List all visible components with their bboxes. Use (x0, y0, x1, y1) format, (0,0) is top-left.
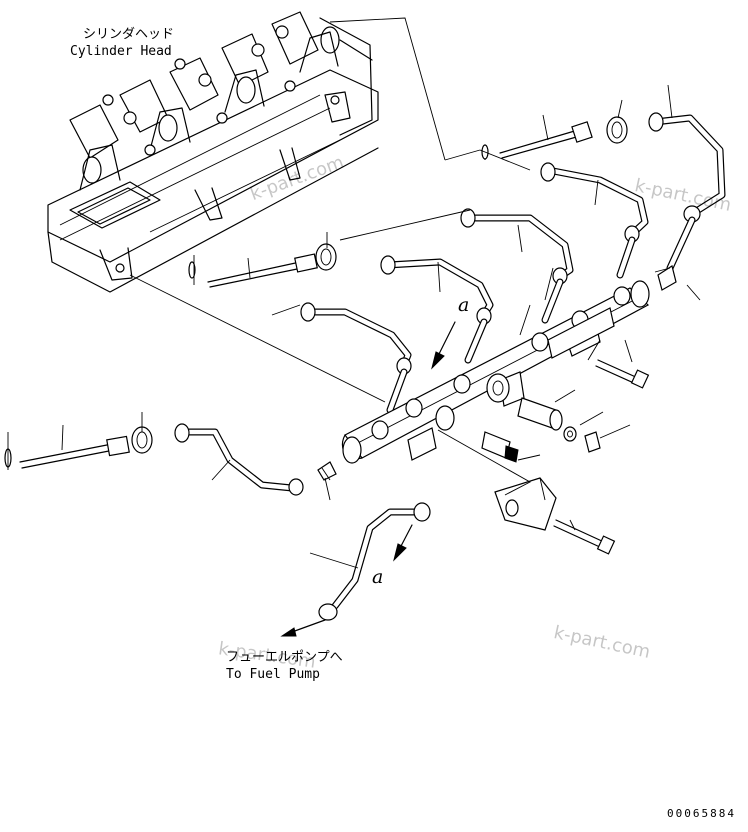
bolt-2 (595, 359, 650, 389)
injector-1 (481, 121, 593, 160)
injection-tube-2 (540, 162, 649, 279)
fuel-pump-label-en: To Fuel Pump (226, 667, 320, 682)
injection-tube-4 (380, 255, 494, 364)
injection-tube-6 (174, 423, 304, 496)
cylinder-head-assembly (47, 11, 379, 293)
injection-tube-5 (300, 302, 412, 414)
cylinder-head-label-jp: シリンダヘッド (83, 27, 175, 42)
inlet-connector (317, 461, 337, 481)
bolt-1 (584, 431, 601, 453)
leader-lines (7, 84, 701, 569)
fuel-pump-label-jp: フューエルポンプへ (226, 650, 343, 665)
bolt-3 (553, 519, 616, 555)
fuel-pump-tube (318, 502, 431, 621)
pressure-sensor (486, 373, 510, 403)
sensor-2 (435, 405, 519, 463)
injector-nut-2 (315, 243, 337, 271)
injection-tube-1 (648, 112, 726, 272)
cylinder-head-label-en: Cylinder Head (70, 44, 172, 59)
drawing-number: 00065884 (667, 807, 736, 820)
view-mark-a-lower: a (372, 566, 384, 588)
washer (563, 426, 577, 442)
injection-tube-3 (460, 208, 574, 324)
pressure-limiter (657, 265, 677, 291)
injector-2 (188, 253, 318, 288)
injector-nut-1 (606, 116, 628, 144)
common-rail (341, 280, 650, 464)
bracket (494, 477, 557, 531)
view-mark-a-upper: a (458, 294, 470, 316)
sensor-1 (517, 397, 563, 431)
injector-3 (4, 435, 130, 469)
